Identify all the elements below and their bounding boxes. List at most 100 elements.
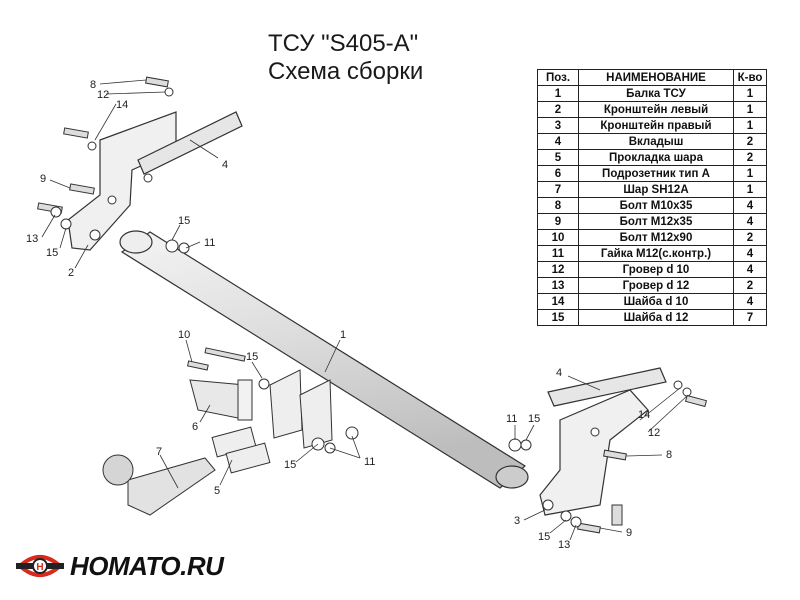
callout-label: 6: [192, 421, 198, 433]
homato-logo-icon: H: [16, 555, 64, 577]
header-position: Поз.: [537, 69, 579, 86]
cell-name: Гровер d 12: [578, 277, 734, 294]
center-mount-part: [269, 369, 333, 449]
callout-label: 9: [626, 527, 632, 539]
cell-name: Шар SH12A: [578, 181, 734, 198]
cell-name: Кронштейн правый: [578, 117, 734, 134]
cell-position: 1: [537, 85, 579, 102]
cell-name: Болт М12х35: [578, 213, 734, 230]
callout-label: 7: [156, 446, 162, 458]
right-insert-part: [547, 367, 667, 407]
cell-name: Гровер d 10: [578, 261, 734, 278]
cell-name: Болт М10х35: [578, 197, 734, 214]
callout-label: 10: [178, 329, 190, 341]
callout-label: 15: [246, 351, 258, 363]
cell-quantity: 2: [733, 133, 767, 150]
header-name: НАИМЕНОВАНИЕ: [578, 69, 734, 86]
title-line-model: ТСУ "S405-A": [268, 30, 419, 57]
callout-label: 15: [178, 215, 190, 227]
cell-quantity: 7: [733, 309, 767, 326]
cell-position: 12: [537, 261, 579, 278]
callout-label: 1: [340, 329, 346, 341]
callout-label: 11: [364, 456, 375, 468]
callout-label: 2: [68, 267, 74, 279]
callout-label: 4: [222, 159, 228, 171]
callout-label: 14: [638, 409, 650, 421]
brand-logo: H HOMATO.RU: [16, 550, 224, 582]
title-line-subtitle: Схема сборки: [268, 58, 424, 85]
cell-name: Подрозетник тип А: [578, 165, 734, 182]
callout-label: 15: [528, 413, 540, 425]
ball-spacers-part: [211, 426, 271, 474]
callout-label: 5: [214, 485, 220, 497]
cell-quantity: 1: [733, 101, 767, 118]
cell-quantity: 2: [733, 229, 767, 246]
callout-labels: 8 12 14 4 9 13 15 2 15 11 1 10 15 6 7 5 …: [26, 79, 672, 551]
logo-text: HOMATO.RU: [70, 550, 224, 581]
cell-position: 11: [537, 245, 579, 262]
cell-quantity: 2: [733, 277, 767, 294]
cell-position: 5: [537, 149, 579, 166]
callout-label: 12: [648, 427, 660, 439]
callout-label: 15: [46, 247, 58, 259]
cell-name: Вкладыш: [578, 133, 734, 150]
cell-name: Гайка М12(с.контр.): [578, 245, 734, 262]
cell-position: 6: [537, 165, 579, 182]
callout-label: 9: [40, 173, 46, 185]
left-bracket-part: [67, 111, 177, 251]
cell-position: 15: [537, 309, 579, 326]
cell-position: 4: [537, 133, 579, 150]
leader-lines: [41, 79, 689, 541]
callout-label: 12: [97, 89, 109, 101]
cell-quantity: 4: [733, 245, 767, 262]
bolts: [37, 76, 708, 534]
cell-position: 2: [537, 101, 579, 118]
beam-part: [119, 230, 529, 489]
table-header-row: Поз. НАИМЕНОВАНИЕ К-во: [537, 69, 767, 86]
right-bracket-part: [539, 389, 649, 516]
cell-name: Прокладка шара: [578, 149, 734, 166]
callout-label: 15: [538, 531, 550, 543]
callout-label: 8: [666, 449, 672, 461]
callout-label: 13: [26, 233, 38, 245]
cell-quantity: 1: [733, 85, 767, 102]
callout-label: 15: [284, 459, 296, 471]
header-quantity: К-во: [733, 69, 767, 86]
cell-quantity: 4: [733, 293, 767, 310]
callout-label: 13: [558, 539, 570, 551]
cell-quantity: 4: [733, 213, 767, 230]
callout-label: 11: [204, 237, 215, 249]
svg-text:H: H: [36, 562, 43, 573]
cell-position: 7: [537, 181, 579, 198]
cell-quantity: 1: [733, 165, 767, 182]
cell-quantity: 2: [733, 149, 767, 166]
cell-quantity: 1: [733, 181, 767, 198]
callout-label: 11: [506, 413, 517, 425]
cell-name: Кронштейн левый: [578, 101, 734, 118]
callout-label: 14: [116, 99, 128, 111]
cell-name: Болт М12х90: [578, 229, 734, 246]
cell-name: Балка ТСУ: [578, 85, 734, 102]
cell-position: 9: [537, 213, 579, 230]
cell-position: 10: [537, 229, 579, 246]
cell-name: Шайба d 12: [578, 309, 734, 326]
socket-plate-part: [189, 379, 253, 421]
callout-label: 3: [514, 515, 520, 527]
